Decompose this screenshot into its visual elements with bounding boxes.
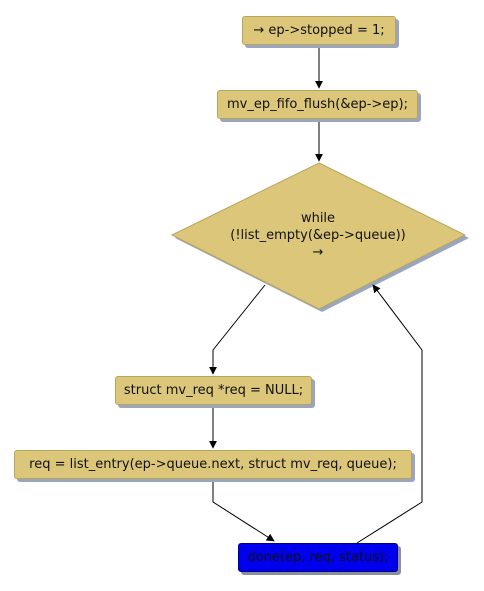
edge-assign-to-done	[212, 479, 275, 542]
edge-done-back-to-loop	[356, 284, 423, 544]
done-call-label: done(ep, req, status);	[247, 550, 389, 565]
edge-loop-to-decl	[209, 284, 266, 375]
fifo-flush-label: mv_ep_fifo_flush(&ep->ep);	[226, 97, 408, 112]
loop-keyword: while	[300, 211, 336, 226]
loop-decision-label: while (!list_empty(&ep->queue)) →	[200, 210, 436, 261]
loop-condition: (!list_empty(&ep->queue))	[230, 228, 406, 243]
req-assignment-label: req = list_entry(ep->queue.next, struct …	[29, 457, 397, 472]
set-stopped-node: → ep->stopped = 1;	[242, 16, 396, 45]
done-call-node: done(ep, req, status);	[238, 543, 398, 572]
fifo-flush-node: mv_ep_fifo_flush(&ep->ep);	[217, 90, 418, 119]
loop-decision-diamond	[170, 162, 467, 310]
req-declaration-label: struct mv_req *req = NULL;	[123, 383, 304, 398]
req-declaration-node: struct mv_req *req = NULL;	[115, 376, 312, 405]
req-assignment-node: req = list_entry(ep->queue.next, struct …	[14, 450, 412, 479]
loop-arrow: →	[312, 245, 324, 260]
set-stopped-label: → ep->stopped = 1;	[253, 23, 385, 38]
